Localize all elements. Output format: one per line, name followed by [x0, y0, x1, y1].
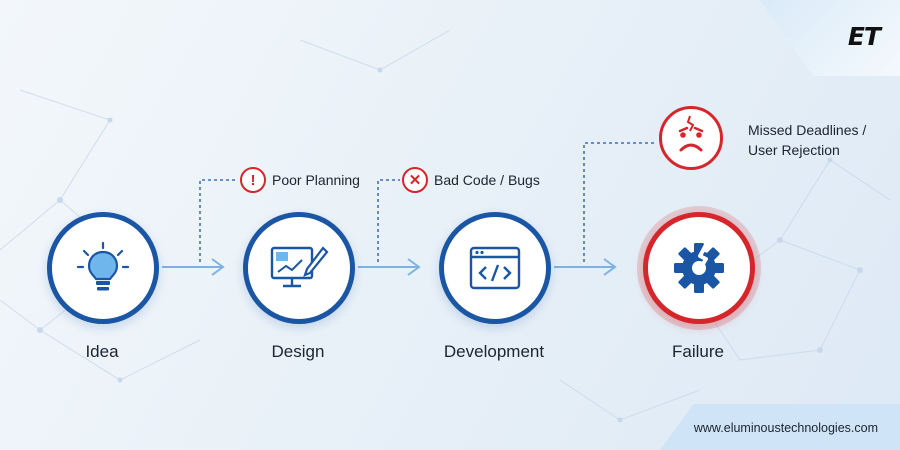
issue-poor-planning-label: Poor Planning [272, 172, 360, 188]
design-monitor-icon [270, 246, 329, 288]
stage-development-node [439, 212, 551, 324]
stage-design-node [243, 212, 355, 324]
issue-bad-code: ✕ Bad Code / Bugs [402, 167, 540, 193]
code-window-icon [469, 246, 521, 290]
website-url: www.eluminoustechnologies.com [693, 421, 878, 435]
outcome-label: Missed Deadlines / User Rejection [748, 120, 866, 160]
outcome-line-2: User Rejection [748, 142, 840, 158]
broken-gear-icon [674, 242, 724, 293]
lightbulb-icon [76, 241, 130, 291]
stage-idea-label: Idea [85, 342, 119, 361]
issue-bad-code-label: Bad Code / Bugs [434, 172, 540, 188]
outcome-line-1: Missed Deadlines / [748, 122, 867, 138]
stage-design-label: Design [271, 342, 325, 361]
brand-logo: ET [847, 22, 881, 51]
stage-failure-node [643, 212, 755, 324]
sad-face-icon [659, 106, 723, 170]
issue-poor-planning: ! Poor Planning [240, 167, 360, 193]
corner-decoration-bottom [660, 404, 900, 450]
stage-idea-node [47, 212, 159, 324]
exclamation-icon: ! [240, 167, 266, 193]
stage-failure-label: Failure [672, 342, 724, 361]
stage-development-label: Development [443, 342, 545, 361]
x-mark-icon: ✕ [402, 167, 428, 193]
